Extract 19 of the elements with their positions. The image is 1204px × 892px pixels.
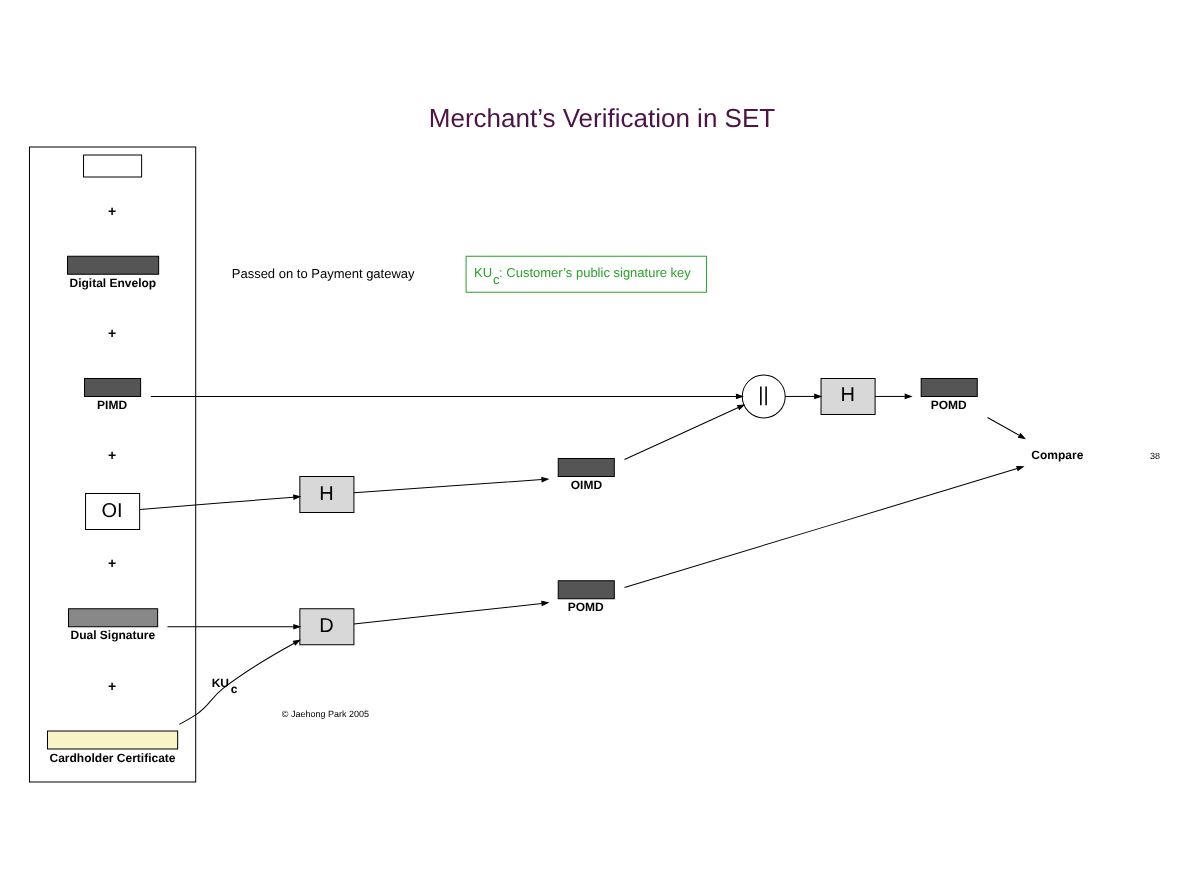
arrow bbox=[353, 477, 549, 494]
arrow bbox=[166, 624, 301, 630]
node-circle: || bbox=[741, 374, 786, 419]
node-box: D bbox=[299, 608, 355, 646]
arrow bbox=[178, 639, 301, 725]
arrow bbox=[353, 600, 549, 625]
arrow bbox=[150, 393, 743, 400]
arrow bbox=[987, 416, 1026, 439]
diagram-title: Merchant’s Verification in SET bbox=[428, 102, 776, 133]
arrow bbox=[139, 494, 301, 510]
node-box: H bbox=[820, 377, 876, 415]
arrow bbox=[624, 404, 745, 461]
cluster bbox=[28, 146, 197, 783]
arrow bbox=[784, 393, 822, 400]
arrow bbox=[624, 465, 1024, 588]
node-box bbox=[83, 154, 143, 178]
node-box: H bbox=[299, 476, 355, 514]
node-box: OI bbox=[85, 493, 141, 531]
arrow bbox=[874, 393, 912, 400]
